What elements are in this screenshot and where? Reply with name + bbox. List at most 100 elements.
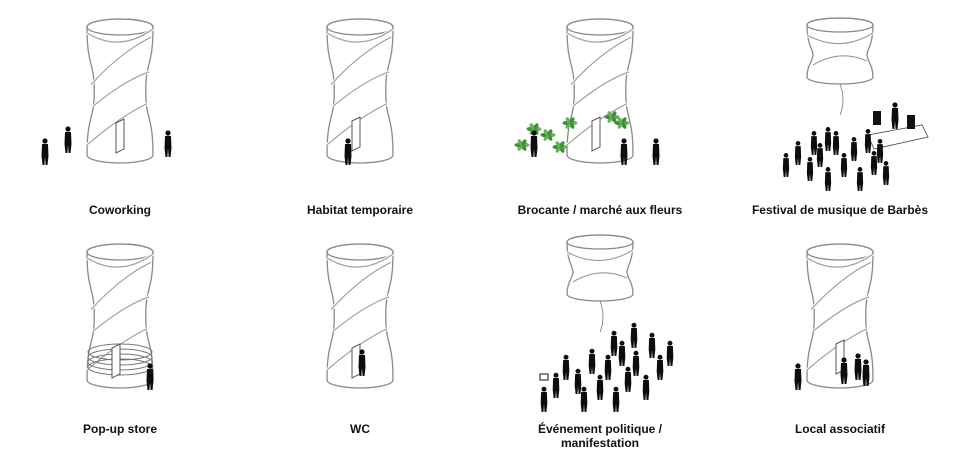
person-head	[590, 349, 595, 354]
tower-top-ring	[567, 19, 633, 35]
tower-spiral-band	[93, 297, 149, 332]
person-icon	[575, 374, 582, 394]
person-icon	[877, 144, 883, 163]
person-icon	[621, 144, 628, 165]
person-head	[582, 387, 587, 392]
person-head	[612, 331, 617, 336]
person-head	[842, 153, 847, 158]
person-icon	[883, 166, 889, 185]
person-head	[598, 375, 603, 380]
person-icon	[649, 338, 656, 358]
person-icon	[667, 346, 674, 366]
person-icon	[531, 136, 538, 157]
person-head	[863, 359, 868, 364]
person-head	[784, 153, 789, 158]
person-icon	[807, 162, 813, 181]
tower-spiral-band	[813, 297, 869, 332]
scenario-label-pop-up-store: Pop-up store	[20, 422, 220, 436]
person-icon	[541, 392, 548, 412]
person-icon	[871, 156, 877, 175]
person-head	[359, 349, 364, 354]
person-head	[42, 138, 47, 143]
tower-spiral-band	[331, 37, 391, 84]
person-head	[852, 137, 857, 142]
door-icon	[352, 117, 360, 151]
person-head	[796, 141, 801, 146]
pop-up-store-illustration	[20, 230, 220, 430]
person-head	[345, 138, 350, 143]
person-head	[147, 363, 152, 368]
lantern-top-ring	[807, 18, 873, 32]
person-head	[855, 353, 860, 358]
person-head	[653, 138, 658, 143]
lantern-string	[600, 301, 603, 332]
speaker-icon	[907, 115, 915, 129]
coworking-illustration	[20, 5, 220, 205]
tower-spiral-edge	[91, 262, 151, 309]
person-head	[826, 167, 831, 172]
tower-spiral-band	[93, 72, 149, 107]
person-icon	[631, 328, 638, 348]
habitat-temporaire-illustration	[260, 5, 460, 205]
person-head	[644, 375, 649, 380]
tower-spiral-band	[811, 262, 871, 309]
person-icon	[857, 172, 863, 191]
tower-top-ring	[87, 19, 153, 35]
person-icon	[611, 336, 618, 356]
person-head	[866, 129, 871, 134]
scenario-label-local-associatif: Local associatif	[740, 422, 940, 436]
politique-illustration	[500, 230, 700, 430]
person-icon	[795, 146, 801, 165]
person-head	[620, 341, 625, 346]
person-head	[531, 130, 536, 135]
tower-spiral-band	[573, 72, 629, 107]
person-head	[632, 323, 637, 328]
scenario-politique: Événement politique / manifestation	[500, 230, 700, 450]
person-icon	[643, 380, 650, 400]
person-icon	[855, 359, 862, 380]
person-head	[841, 357, 846, 362]
person-head	[872, 151, 877, 156]
scenario-wc: WC	[260, 230, 460, 450]
person-icon	[65, 132, 72, 153]
person-head	[542, 387, 547, 392]
person-head	[858, 167, 863, 172]
tower-spiral-edge	[571, 37, 631, 84]
person-head	[818, 143, 823, 148]
person-icon	[147, 369, 154, 390]
lantern-body	[807, 18, 873, 84]
person-head	[834, 131, 839, 136]
person-icon	[811, 136, 817, 155]
person-icon	[605, 360, 612, 380]
person-icon	[851, 142, 857, 161]
scenario-label-wc: WC	[260, 422, 460, 436]
lantern-band-edge	[573, 273, 627, 282]
person-icon	[783, 158, 789, 177]
person-icon	[825, 172, 831, 191]
person-icon	[581, 392, 588, 412]
tower-spiral-band	[333, 297, 389, 332]
person-head	[65, 126, 70, 131]
lantern-string	[840, 84, 843, 115]
person-icon	[825, 132, 831, 151]
person-icon	[563, 360, 570, 380]
person-head	[554, 373, 559, 378]
brocante-illustration	[500, 5, 700, 205]
person-head	[165, 130, 170, 135]
person-icon	[892, 108, 899, 129]
scenario-coworking: Coworking	[20, 5, 220, 225]
scenario-local-associatif: Local associatif	[740, 230, 940, 450]
tower-spiral-edge	[331, 262, 391, 309]
lantern-top-ring	[567, 235, 633, 249]
person-icon	[817, 148, 823, 167]
local-associatif-illustration	[740, 230, 940, 430]
person-head	[892, 102, 897, 107]
tower-spiral-edge	[331, 37, 391, 84]
door-icon	[112, 344, 120, 378]
scenario-pop-up-store: Pop-up store	[20, 230, 220, 450]
scenario-label-habitat-temporaire: Habitat temporaire	[260, 203, 460, 217]
door-icon	[592, 117, 600, 151]
person-icon	[833, 136, 839, 155]
tower-top-ring	[87, 244, 153, 260]
